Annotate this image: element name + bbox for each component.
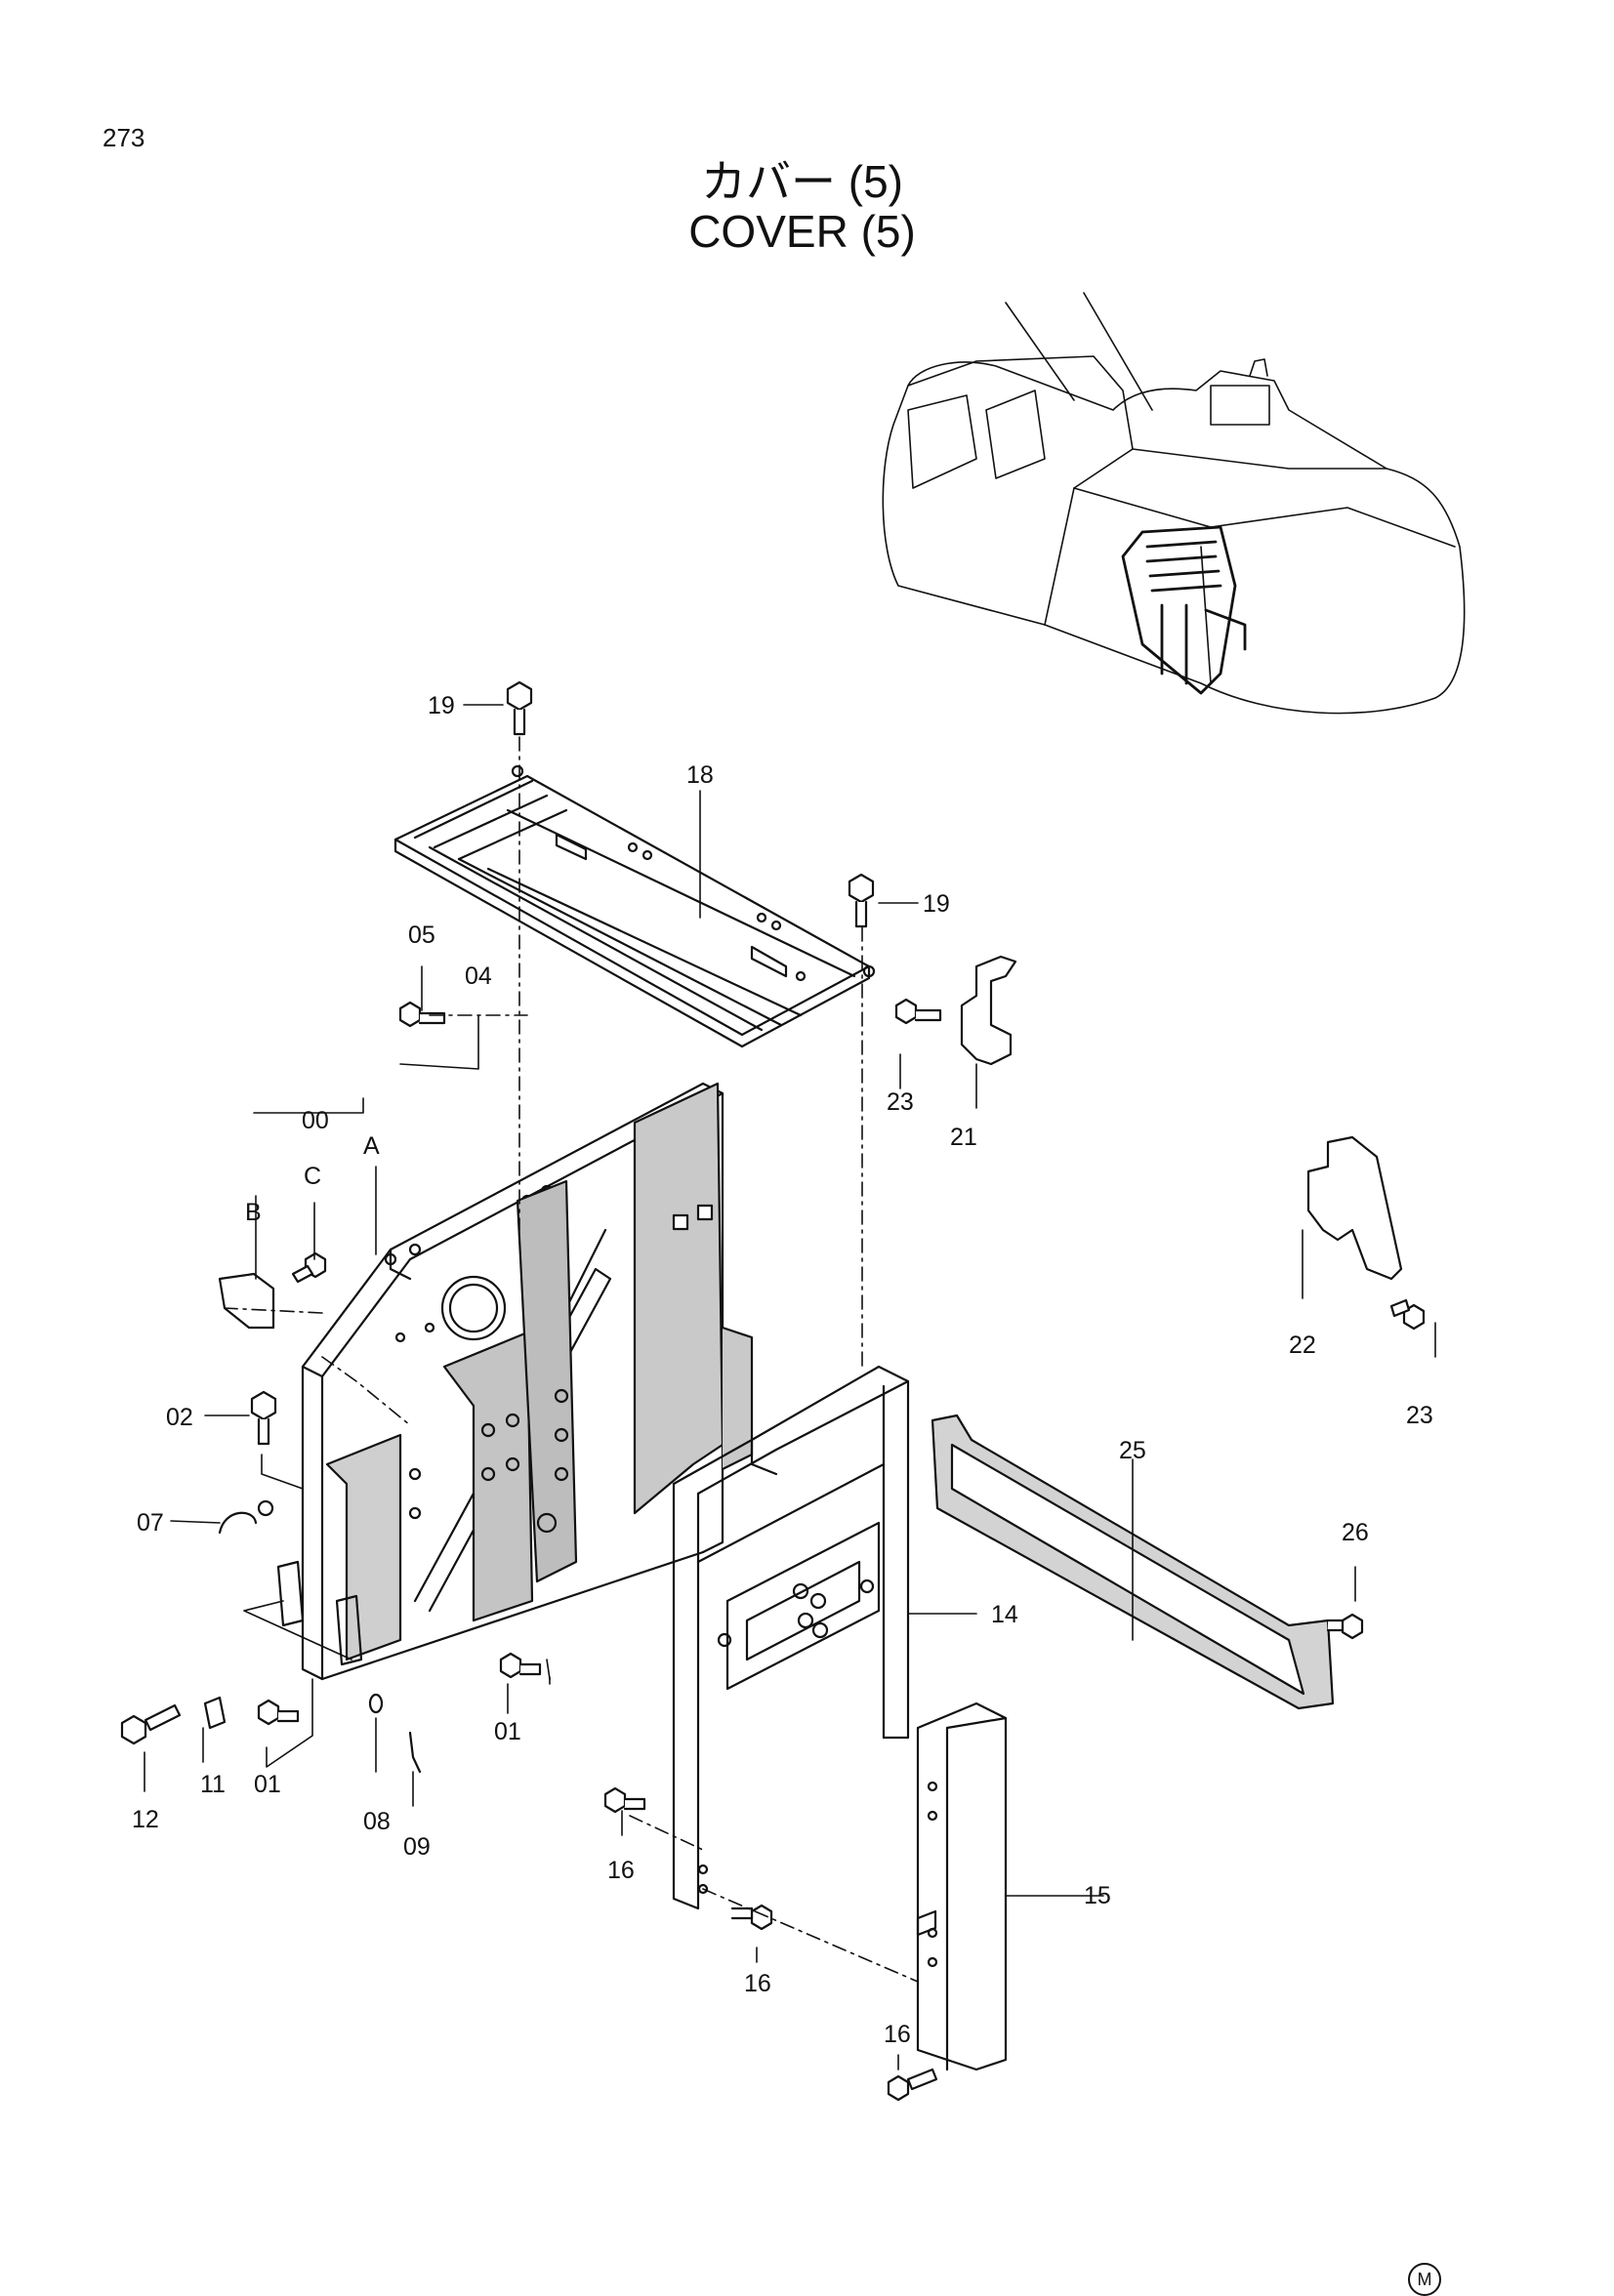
page-number: 273 bbox=[103, 123, 145, 152]
callout-04: 04 bbox=[465, 963, 492, 990]
callout-21: 21 bbox=[950, 1124, 977, 1151]
callout-01-lower: 01 bbox=[254, 1771, 281, 1798]
callout-26: 26 bbox=[1342, 1519, 1369, 1546]
part-21-bracket bbox=[960, 955, 1017, 1066]
callout-18: 18 bbox=[686, 761, 714, 789]
part-14-front-frame bbox=[672, 1365, 910, 1910]
leader-lines bbox=[144, 704, 1436, 2070]
diagram-title-english: COVER (5) bbox=[688, 206, 916, 257]
callout-C: C bbox=[304, 1163, 321, 1190]
callout-08: 08 bbox=[363, 1808, 391, 1835]
part-18-top-grille bbox=[393, 764, 876, 1048]
callout-15: 15 bbox=[1084, 1882, 1111, 1909]
callout-25: 25 bbox=[1119, 1437, 1146, 1464]
callout-16-bottom: 16 bbox=[744, 1970, 771, 1997]
callout-00: 00 bbox=[302, 1107, 329, 1134]
callout-02: 02 bbox=[166, 1404, 193, 1431]
callout-16-right: 16 bbox=[884, 2021, 911, 2048]
hole-circles bbox=[408, 1388, 569, 1534]
callout-14: 14 bbox=[991, 1601, 1018, 1628]
callout-05: 05 bbox=[408, 922, 435, 949]
bracket-b bbox=[218, 1272, 275, 1330]
callout-16-left: 16 bbox=[607, 1857, 635, 1884]
callout-labels: 19 18 19 05 04 23 21 00 A C B 22 23 02 2… bbox=[132, 692, 1433, 2048]
bolts bbox=[120, 680, 1426, 2102]
pad-tall-right bbox=[633, 1082, 754, 1515]
callout-19-top: 19 bbox=[428, 692, 455, 719]
callout-22: 22 bbox=[1289, 1332, 1316, 1359]
manufacturer-mark: M bbox=[1408, 2263, 1441, 2296]
callout-07: 07 bbox=[137, 1509, 164, 1537]
part-15-side-plate bbox=[916, 1702, 1008, 2071]
callout-09: 09 bbox=[403, 1833, 431, 1861]
callout-01-center: 01 bbox=[494, 1718, 521, 1745]
callout-19-right: 19 bbox=[923, 890, 950, 918]
small-fittings bbox=[218, 1499, 422, 1774]
callout-B: B bbox=[245, 1199, 262, 1226]
callout-23-lower: 23 bbox=[1406, 1402, 1433, 1429]
callout-11: 11 bbox=[200, 1771, 226, 1798]
diagram-title-japanese: カバー (5) bbox=[701, 156, 903, 207]
pad-center-right bbox=[516, 1179, 578, 1583]
excavator-location-inset bbox=[882, 292, 1466, 715]
pad-center bbox=[442, 1331, 534, 1622]
pad-left bbox=[325, 1433, 402, 1661]
bracket-lower-left bbox=[276, 1560, 363, 1666]
callout-23-upper: 23 bbox=[887, 1088, 914, 1116]
part-22-bracket bbox=[1306, 1135, 1403, 1281]
callout-12: 12 bbox=[132, 1806, 159, 1833]
callout-A: A bbox=[363, 1132, 380, 1160]
